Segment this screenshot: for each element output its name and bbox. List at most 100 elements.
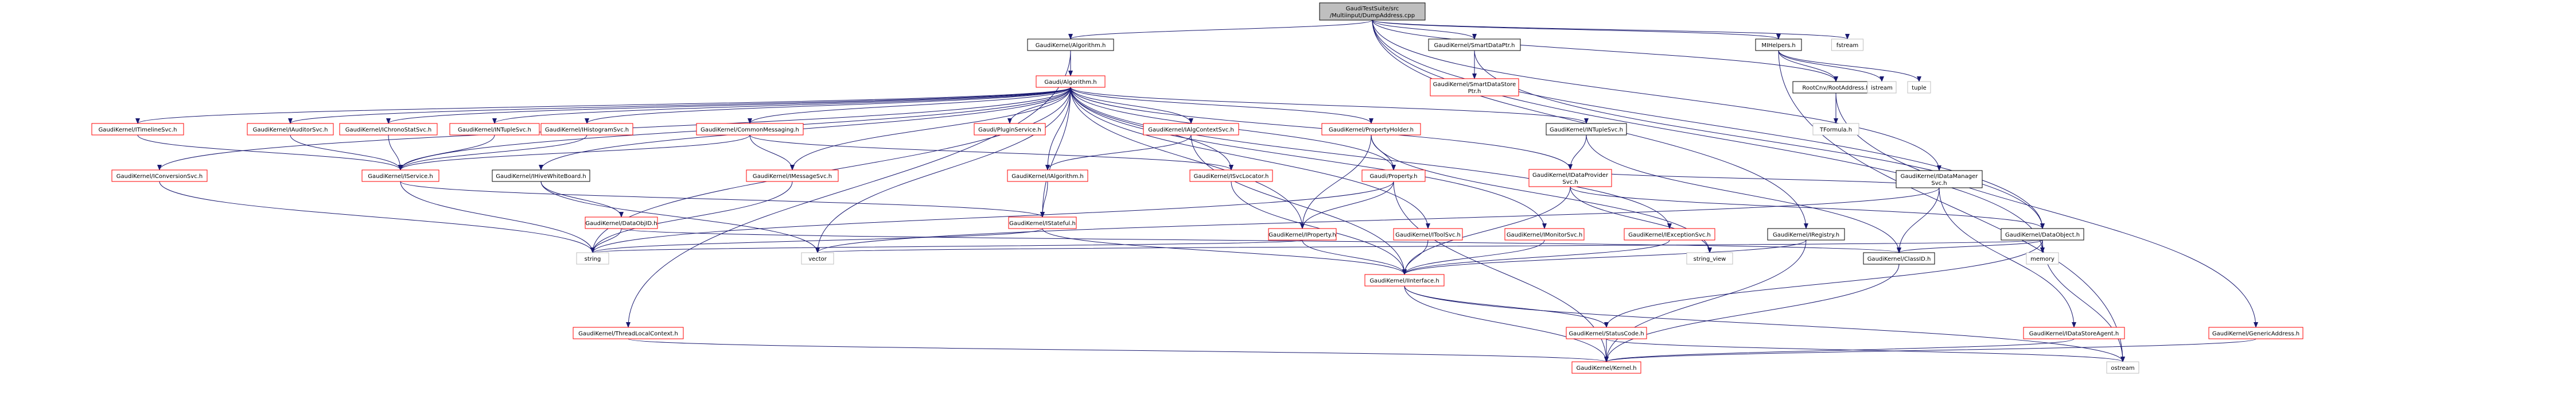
node-indt[interactable]: GaudiKernel/INTupleSvc.h [449, 123, 540, 136]
include-edge [621, 228, 1901, 253]
node-label: GaudiKernel/IDataManager [1901, 173, 1979, 180]
node-galgorithm[interactable]: Gaudi/Algorithm.h [1036, 75, 1106, 88]
node-dataobjid[interactable]: GaudiKernel/DataObjID.h [585, 216, 658, 229]
node-smartdataptr[interactable]: GaudiKernel/SmartDataPtr.h [1428, 38, 1521, 51]
node-box [1428, 38, 1521, 51]
node-label: ostream [2111, 365, 2134, 372]
node-box [1755, 38, 1802, 51]
include-edge [290, 134, 403, 171]
include-edge [1835, 92, 2258, 328]
node-itoolsvc[interactable]: GaudiKernel/IToolSvc.h [1393, 228, 1463, 241]
node-istateful[interactable]: GaudiKernel/IStateful.h [1008, 216, 1077, 229]
include-edge [1372, 20, 1838, 82]
node-commonmsg[interactable]: GaudiKernel/CommonMessaging.h [696, 123, 804, 136]
node-box [746, 169, 839, 182]
include-edge [388, 134, 403, 171]
node-ichrono[interactable]: GaudiKernel/IChronoStatSvc.h [339, 123, 438, 136]
node-gproperty[interactable]: Gaudi/Property.h [1361, 169, 1426, 182]
node-box [339, 123, 438, 136]
node-dataobject[interactable]: GaudiKernel/DataObject.h [2001, 228, 2084, 241]
node-iinterface[interactable]: GaudiKernel/IInterface.h [1364, 274, 1445, 287]
include-edge [1300, 134, 1372, 229]
node-propholder[interactable]: GaudiKernel/PropertyHolder.h [1321, 123, 1421, 136]
node-label: GaudiKernel/ITimelineSvc.h [99, 127, 177, 133]
node-statuscode[interactable]: GaudiKernel/StatusCode.h [1566, 327, 1647, 339]
include-edge [1568, 134, 1587, 170]
include-edge [1372, 20, 1477, 40]
node-genericaddress[interactable]: GaudiKernel/GenericAddress.h [2208, 327, 2303, 339]
node-box [1896, 170, 1983, 188]
include-edge [1371, 134, 1396, 171]
include-edge [815, 187, 1940, 253]
node-ialgctx[interactable]: GaudiKernel/IAlgContextSvc.h [1143, 123, 1239, 136]
node-label: GaudiKernel/IExceptionSvc.h [1628, 232, 1711, 238]
node-box [1812, 123, 1859, 136]
node-box [1566, 327, 1647, 339]
node-iauditor[interactable]: GaudiKernel/IAuditorSvc.h [247, 123, 334, 136]
include-edge [1372, 20, 2045, 229]
include-edge [398, 134, 750, 171]
node-ialgorithm[interactable]: GaudiKernel/IAlgorithm.h [1007, 169, 1088, 182]
include-edge [398, 134, 495, 171]
node-isvclocator[interactable]: GaudiKernel/ISvcLocator.h [1189, 169, 1273, 182]
include-edge [1302, 239, 1407, 275]
node-imonitor[interactable]: GaudiKernel/IMonitorSvc.h [1504, 228, 1585, 241]
node-label: GaudiKernel/DataObject.h [2005, 232, 2080, 238]
include-edge [1606, 338, 2125, 362]
node-box [1008, 216, 1077, 229]
node-label: GaudiKernel/SmartDataStore [1433, 82, 1516, 88]
include-edge [1045, 134, 1192, 171]
node-iregistry[interactable]: GaudiKernel/IRegistry.h [1767, 228, 1845, 241]
include-edge [1402, 239, 1545, 275]
node-box [1686, 252, 1733, 265]
node-rootcnv[interactable]: RootCnv/RootAddress.h [1792, 81, 1880, 94]
node-box [540, 123, 633, 136]
node-label: Gaudi/Property.h [1369, 173, 1417, 180]
node-intuplesvc[interactable]: GaudiKernel/INTupleSvc.h [1546, 123, 1627, 136]
node-iexception[interactable]: GaudiKernel/IExceptionSvc.h [1624, 228, 1715, 241]
include-edge [1372, 20, 1941, 171]
include-edge [748, 87, 1071, 124]
node-itimeline[interactable]: GaudiKernel/ITimelineSvc.h [91, 123, 184, 136]
node-vector: vector [801, 252, 834, 265]
node-iclassid[interactable]: GaudiKernel/ClassID.h [1863, 252, 1935, 265]
node-label: GaudiKernel/IInterface.h [1369, 278, 1439, 284]
include-edge [1604, 239, 1807, 362]
node-box [111, 169, 208, 182]
include-edge [1604, 338, 2256, 362]
node-box [2026, 252, 2059, 265]
node-idatastoreagent[interactable]: GaudiKernel/IDataStoreAgent.h [2023, 327, 2125, 339]
include-edge [539, 87, 1071, 171]
include-edge [1045, 87, 1071, 171]
node-algorithm_h[interactable]: GaudiKernel/Algorithm.h [1027, 38, 1114, 51]
node-box [492, 169, 590, 182]
node-pluginsvc[interactable]: Gaudi/PluginService.h [974, 123, 1046, 136]
node-tformula: TFormula.h [1812, 123, 1859, 136]
include-edge [1404, 285, 1609, 362]
include-edge [1070, 87, 1547, 229]
node-ihive[interactable]: GaudiKernel/IHiveWhiteBoard.h [492, 169, 590, 182]
node-iproperty[interactable]: GaudiKernel/IProperty.h [1268, 228, 1337, 241]
node-label: GaudiKernel/INTupleSvc.h [458, 127, 531, 133]
node-kernel[interactable]: GaudiKernel/Kernel.h [1571, 361, 1641, 374]
node-iconversion[interactable]: GaudiKernel/IConversionSvc.h [111, 169, 208, 182]
node-label: GaudiKernel/IAlgorithm.h [1011, 173, 1084, 180]
include-edge [1404, 285, 1609, 328]
node-label: GaudiKernel/DataObjID.h [585, 221, 657, 227]
node-threadlocal[interactable]: GaudiKernel/ThreadLocalContext.h [573, 327, 684, 339]
include-edge [1604, 264, 1900, 362]
node-box [1767, 228, 1845, 241]
node-imessagesvc[interactable]: GaudiKernel/IMessageSvc.h [746, 169, 839, 182]
node-mihelpers[interactable]: MIHelpers.h [1755, 38, 1802, 51]
include-edge [492, 87, 1071, 124]
node-iservice[interactable]: GaudiKernel/IService.h [361, 169, 439, 182]
include-edge [1897, 239, 2043, 253]
include-edge [1402, 239, 1429, 275]
include-edge [288, 87, 1071, 124]
node-ihisto[interactable]: GaudiKernel/IHistogramSvc.h [540, 123, 633, 136]
node-box [1364, 274, 1445, 287]
